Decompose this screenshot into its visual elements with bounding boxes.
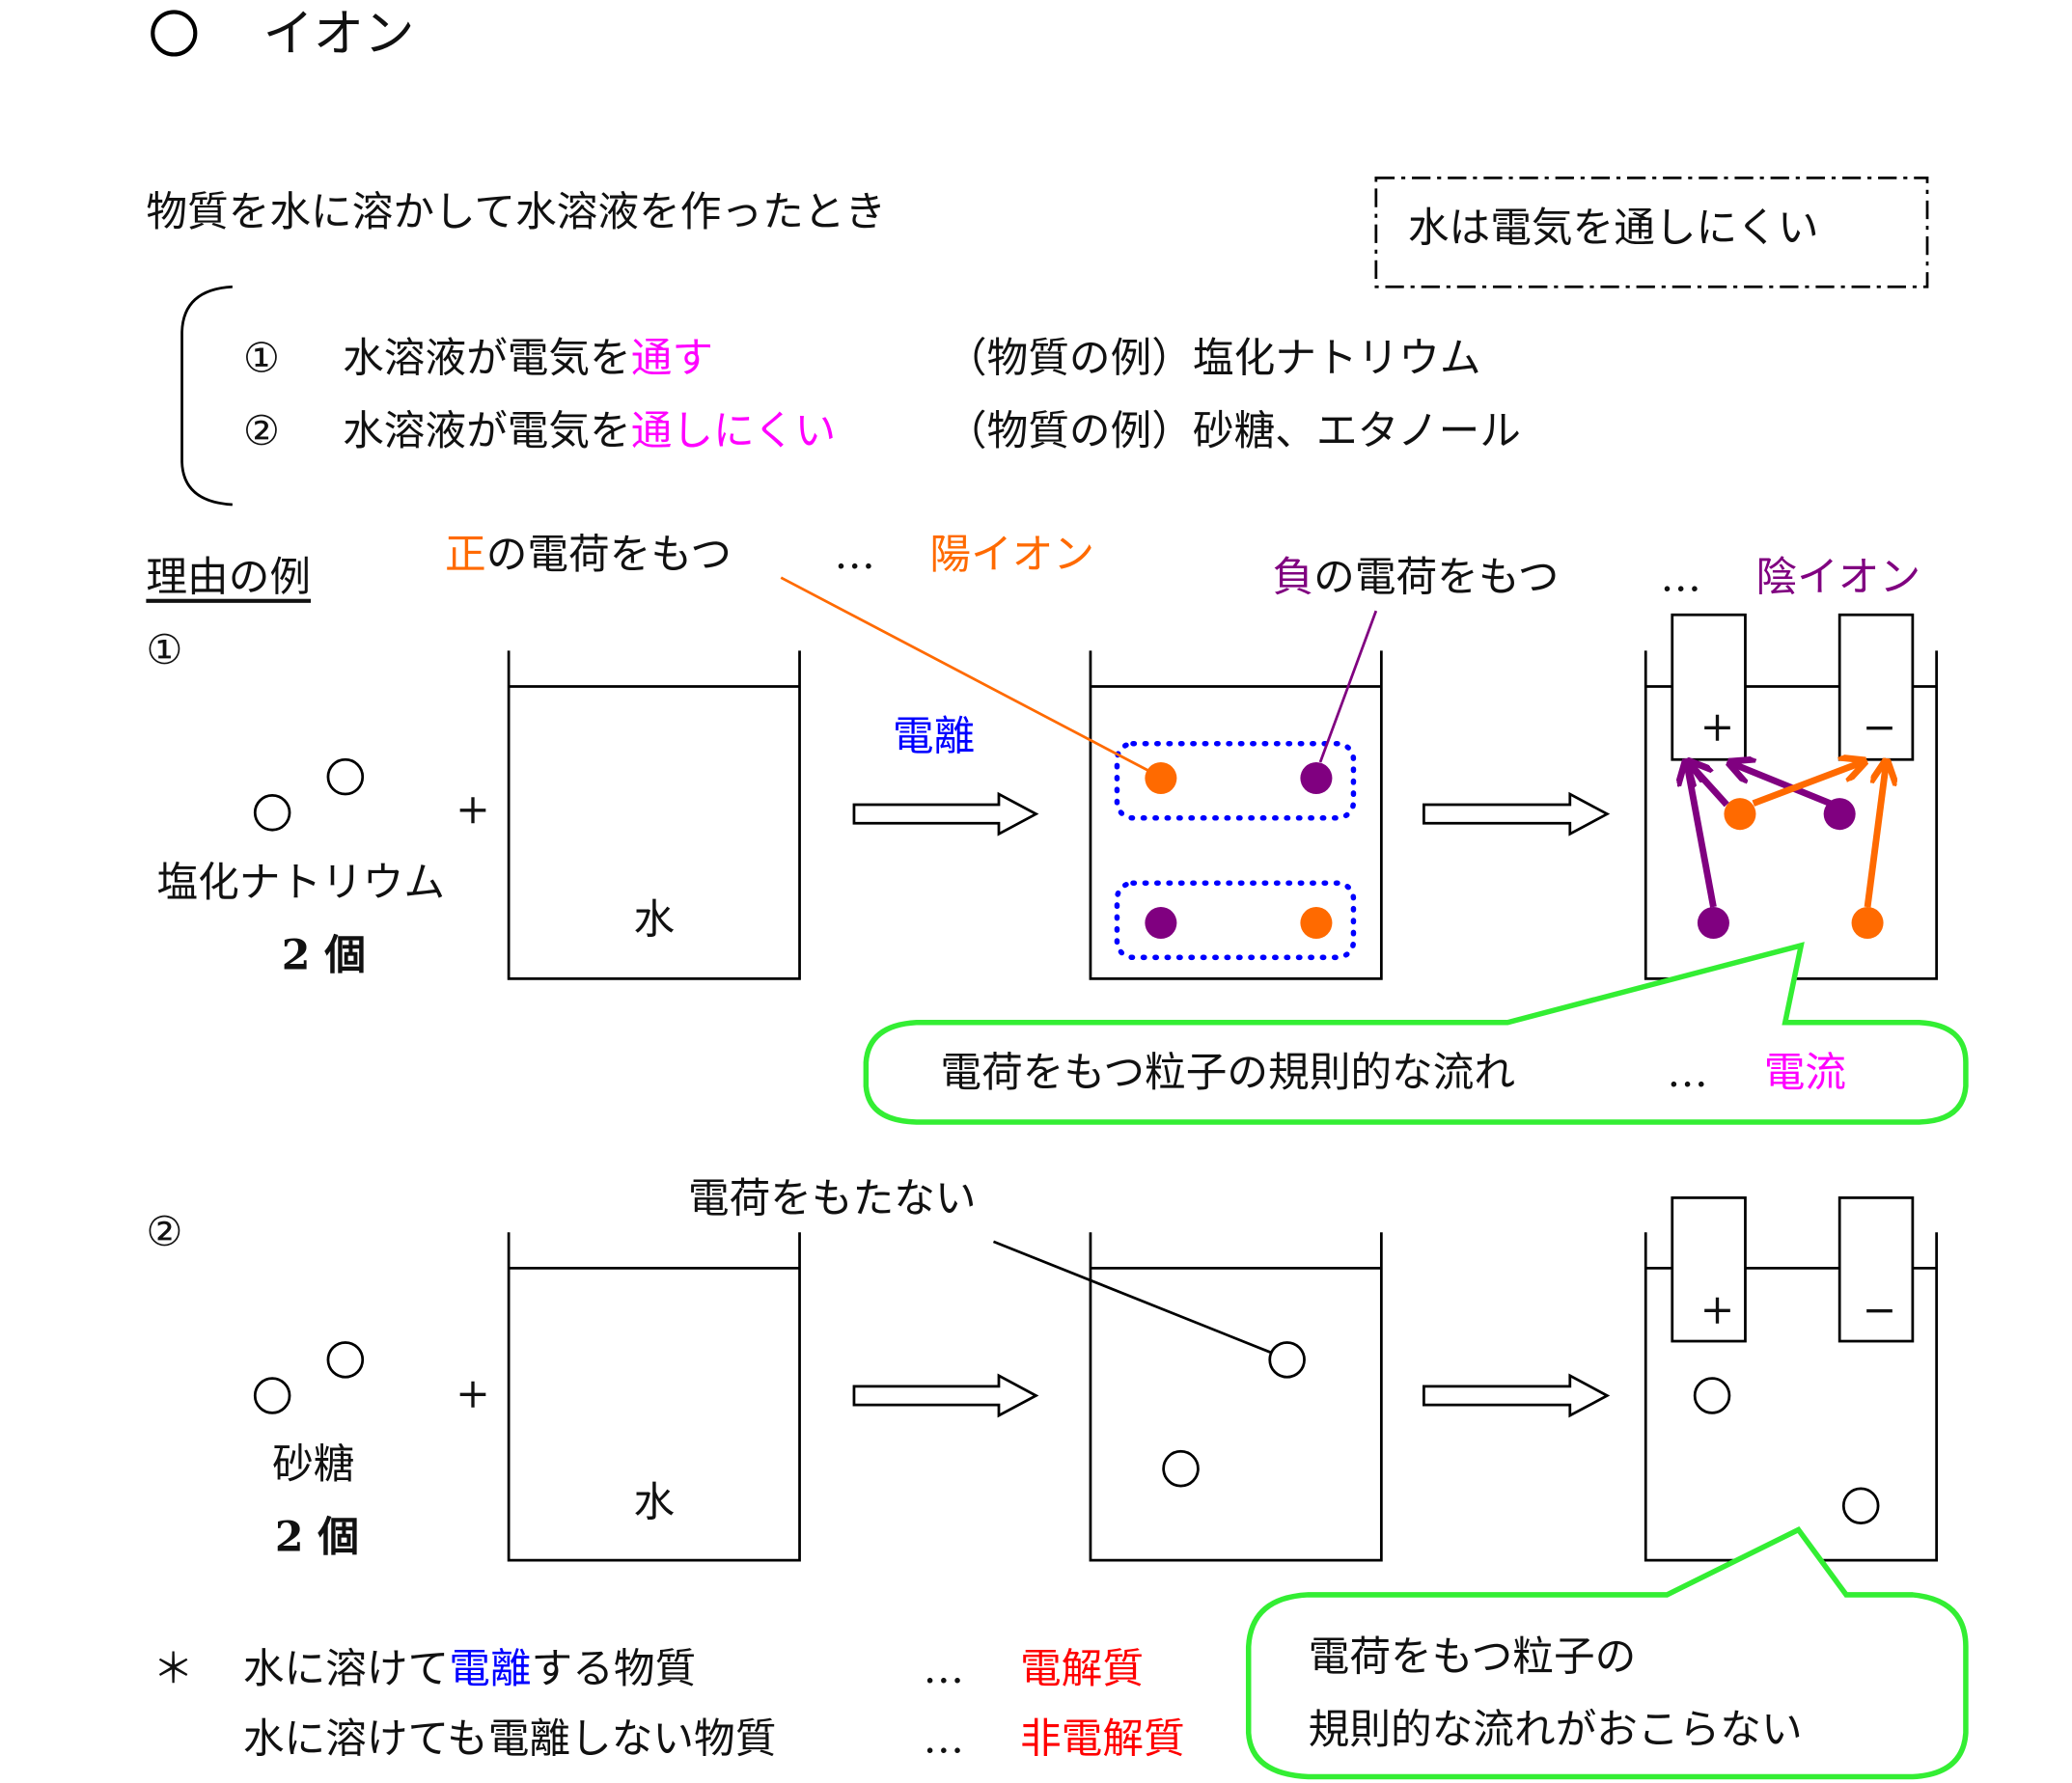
positive-electrode (1671, 1196, 1747, 1343)
cation-head: 正 (445, 531, 486, 580)
beaker-water-2 (507, 1232, 801, 1562)
anion-dot (1697, 907, 1729, 940)
anion-dot (1300, 761, 1333, 795)
particle-nacl (253, 794, 291, 832)
footnote-line-2: 水に溶けても電離しない物質 (242, 1715, 777, 1764)
particle-sugar (326, 1341, 365, 1379)
example-1-number: ① (146, 626, 183, 675)
beaker-water-1 (507, 650, 801, 980)
example-2-number: ② (146, 1208, 183, 1256)
cation-label: 正の電荷をもつ (445, 529, 732, 582)
anion-term: 陰イオン (1755, 553, 1921, 602)
case-1-number: ① (242, 334, 281, 383)
cation-rest: の電荷をもつ (485, 531, 732, 580)
footnote-line-1: 水に溶けて電離する物質 (243, 1642, 696, 1695)
anion-motion-arrow (1690, 763, 1729, 808)
beaker-solution-1 (1089, 650, 1383, 980)
intro-text: 物質を水に溶かして水溶液を作ったとき (146, 188, 887, 236)
electrode-plus-label: + (1699, 1286, 1735, 1335)
footnote-star: ＊ (152, 1645, 194, 1693)
page-title: イオン (262, 4, 415, 63)
case-2-example: （物質の例）砂糖、エタノール (945, 407, 1521, 456)
note-box-border (1374, 177, 1929, 288)
title-circle-icon (151, 10, 198, 57)
speech-bubble-no-current (1245, 1526, 1969, 1780)
anion-dots: … (1660, 553, 1702, 602)
substance-name: 砂糖 (272, 1440, 355, 1489)
case-1-example: （物質の例）塩化ナトリウム (945, 334, 1481, 383)
molecule-circle (1841, 1487, 1880, 1524)
beaker-electrolysis-2 (1644, 1196, 1939, 1562)
speech-bubble-current (863, 942, 1969, 1125)
cation-dot (1851, 907, 1884, 940)
particle-count: 2 個 (274, 1513, 360, 1562)
substance-name: 塩化ナトリウム (156, 859, 446, 908)
case-1-prefix: 水溶液が電気を (343, 334, 631, 383)
case-2-text: 水溶液が電気を通しにくい (343, 405, 836, 458)
footnote-1-term: 電解質 (1019, 1645, 1144, 1693)
cation-dot (1145, 761, 1177, 795)
bubble-no-current-line2: 規則的な流れがおこらない (1308, 1706, 1803, 1755)
anion-leader-line (1318, 610, 1378, 763)
anion-rest: の電荷をもつ (1313, 553, 1560, 602)
anion-label: 負の電荷をもつ (1272, 551, 1559, 604)
case-2-number: ② (242, 407, 281, 456)
cation-dot (1300, 907, 1333, 940)
footnote-1-dots: … (923, 1645, 965, 1693)
case-2-highlight: 通しにくい (630, 407, 837, 456)
anion-motion-arrow (1732, 763, 1832, 807)
water-label: 水 (633, 896, 676, 945)
ion-pair-outline (1114, 740, 1357, 821)
negative-electrode (1837, 1196, 1915, 1343)
cation-motion-arrow (1752, 762, 1863, 807)
electrode-minus-label: − (1862, 1286, 1897, 1335)
water-label: 水 (633, 1479, 676, 1527)
case-1-highlight: 通す (630, 334, 714, 383)
footnote-1-highlight: 電離 (449, 1645, 532, 1693)
electrode-minus-label: − (1862, 703, 1897, 752)
cation-dot (1724, 798, 1756, 831)
no-charge-label: 電荷をもたない (687, 1175, 977, 1223)
ionization-label: 電離 (892, 713, 976, 761)
plus-sign: + (456, 785, 490, 835)
cation-term: 陽イオン (929, 531, 1095, 580)
anion-dot (1823, 798, 1856, 831)
case-1-text: 水溶液が電気を通す (343, 332, 713, 385)
bubble-current-term: 電流 (1763, 1049, 1847, 1097)
hollow-arrow-icon (1423, 1373, 1611, 1418)
bubble-no-current-line1: 電荷をもつ粒子の (1308, 1632, 1637, 1682)
left-brace (180, 285, 233, 507)
cation-motion-arrow (1864, 763, 1886, 908)
anion-head: 負 (1272, 553, 1314, 602)
reason-label: 理由の例 (146, 553, 312, 602)
plus-sign: + (456, 1370, 490, 1418)
beaker-electrolysis-1 (1644, 613, 1939, 980)
particle-count: 2 個 (281, 932, 366, 980)
bubble-current-dots: … (1667, 1049, 1708, 1097)
ion-pair-outline (1114, 880, 1357, 961)
hollow-arrow-icon (852, 1373, 1039, 1418)
molecule-circle (1693, 1377, 1731, 1414)
particle-nacl (326, 757, 365, 796)
hollow-arrow-icon (852, 791, 1039, 837)
footnote-2-term: 非電解質 (1019, 1715, 1185, 1764)
footnote-1-pre: 水に溶けて (242, 1645, 450, 1693)
no-charge-leader-line (992, 1240, 1274, 1355)
particle-sugar (253, 1377, 291, 1414)
cation-dots: … (834, 531, 875, 580)
footnote-1-post: する物質 (531, 1645, 697, 1693)
molecule-circle (1268, 1341, 1306, 1379)
bubble-current-text: 電荷をもつ粒子の規則的な流れ (940, 1049, 1516, 1097)
cation-leader-line (780, 576, 1148, 772)
molecule-circle (1162, 1449, 1200, 1488)
beaker-solution-2 (1089, 1232, 1383, 1562)
footnote-2-dots: … (923, 1715, 965, 1764)
case-2-prefix: 水溶液が電気を (343, 407, 631, 456)
anion-dot (1145, 907, 1177, 940)
note-box-text: 水は電気を通しにくい (1407, 204, 1819, 253)
hollow-arrow-icon (1423, 791, 1611, 837)
electrode-plus-label: + (1699, 703, 1735, 752)
